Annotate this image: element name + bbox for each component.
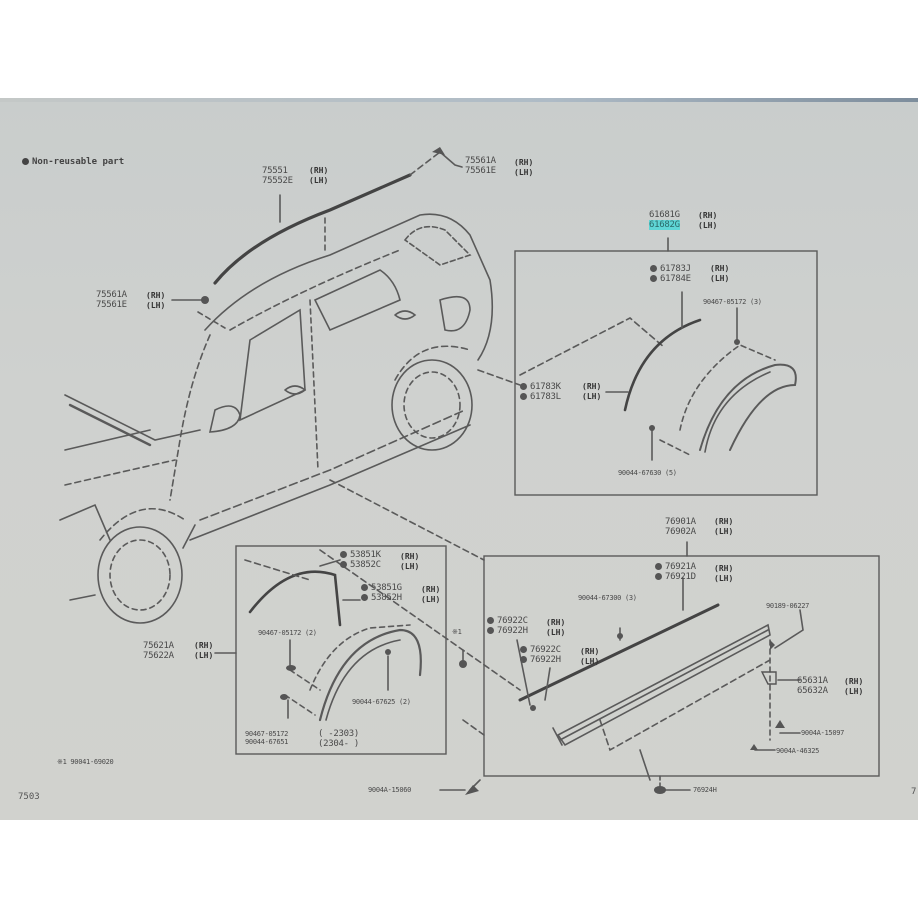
- non-reusable-dot-icon: [520, 393, 527, 400]
- side-codes: (RH) (LH): [194, 641, 214, 660]
- part-number: 90044-67630 (5): [618, 469, 677, 477]
- callout-roof-clip-front: 75561A 75561E: [96, 290, 127, 310]
- part-number: 76922C: [497, 616, 528, 626]
- part-number: 75621A: [143, 641, 174, 651]
- part-number-highlighted: 61682G: [649, 220, 680, 230]
- part-number: 90467-05172: [245, 730, 289, 738]
- callout-roof-molding: 75551 75552E: [262, 166, 293, 186]
- callout-rear-arch-seal-upper: 61783J 61784E: [650, 264, 691, 284]
- callout-rocker-nut-2: 9004A-46325: [776, 747, 820, 755]
- non-reusable-dot-icon: [22, 158, 29, 165]
- part-number: 76901A: [665, 517, 696, 527]
- part-number: 61783L: [530, 392, 561, 402]
- callout-rocker-seal-upper: 76921A 76921D: [655, 562, 696, 582]
- part-number: 75561A: [465, 156, 496, 166]
- catalog-page-photo: [0, 98, 918, 820]
- callout-front-arch-clip-1: 90467-05172 (2): [258, 629, 317, 637]
- legend-non-reusable: Non-reusable part: [22, 157, 124, 167]
- non-reusable-dot-icon: [650, 275, 657, 282]
- part-number: 90044-67625 (2): [352, 698, 411, 706]
- side-codes: (RH) (LH): [400, 552, 420, 571]
- non-reusable-dot-icon: [655, 573, 662, 580]
- part-number: 76902A: [665, 527, 696, 537]
- part-number: 75561E: [96, 300, 127, 310]
- side-codes: (RH) (LH): [546, 618, 566, 637]
- non-reusable-dot-icon: [655, 563, 662, 570]
- part-number: 76922H: [497, 626, 528, 636]
- callout-front-arch-assy: 75621A 75622A: [143, 641, 174, 661]
- non-reusable-dot-icon: [520, 646, 527, 653]
- part-number: 61681G: [649, 210, 680, 220]
- part-number: 53852H: [371, 593, 402, 603]
- part-number: 90467-05172 (3): [703, 298, 762, 306]
- side-codes: (RH) (LH): [710, 264, 730, 283]
- side-codes: (RH) (LH): [580, 647, 600, 666]
- callout-rocker-bolt: 90189-06227: [766, 602, 809, 610]
- callout-rocker-seal-front-1: 76922C 76922H: [487, 616, 528, 636]
- side-codes: (RH) (LH): [309, 166, 329, 185]
- part-number: 75622A: [143, 651, 174, 661]
- non-reusable-dot-icon: [361, 584, 368, 591]
- page-number-left: 7503: [18, 792, 40, 802]
- non-reusable-dot-icon: [487, 617, 494, 624]
- part-number: 76921D: [665, 572, 696, 582]
- side-codes: (RH) (LH): [698, 211, 718, 230]
- non-reusable-dot-icon: [340, 561, 347, 568]
- non-reusable-dot-icon: [487, 627, 494, 634]
- callout-rocker-assy: 76901A 76902A: [665, 517, 696, 537]
- side-codes: (RH) (LH): [582, 382, 602, 401]
- callout-rear-arch-assy: 61681G 61682G: [649, 210, 680, 230]
- star-note: ※1 90041-69020: [57, 758, 114, 766]
- callout-front-arch-seal-1: 53851K 53852C: [340, 550, 381, 570]
- part-number: 65632A: [797, 686, 828, 696]
- non-reusable-dot-icon: [340, 551, 347, 558]
- part-number: 65631A: [797, 676, 828, 686]
- part-number: 76922H: [530, 655, 561, 665]
- callout-front-arch-clip-2: 90467-05172 90044-67651: [245, 730, 288, 746]
- callout-bottom-clip: 9004A-15060: [368, 786, 412, 794]
- non-reusable-dot-icon: [520, 383, 527, 390]
- part-number: 75561E: [465, 166, 496, 176]
- part-number: 61784E: [660, 274, 691, 284]
- side-codes: (RH) (LH): [844, 677, 864, 696]
- side-codes: (RH) (LH): [514, 158, 534, 177]
- side-codes: (RH) (LH): [714, 564, 734, 583]
- callout-rocker-seal-front-2: 76922C 76922H: [520, 645, 561, 665]
- part-number: 75561A: [96, 290, 127, 300]
- non-reusable-dot-icon: [650, 265, 657, 272]
- callout-rear-arch-seal-lower: 61783K 61783L: [520, 382, 561, 402]
- callout-rocker-bracket: 65631A 65632A: [797, 676, 828, 696]
- callout-rocker-screw: 90044-67300 (3): [578, 594, 637, 602]
- callout-rocker-nut-1: 9004A-15097: [801, 729, 845, 737]
- part-number: 90044-67300 (3): [578, 594, 637, 602]
- part-number: 90467-05172 (2): [258, 629, 317, 637]
- callout-bottom-grommet: 76924H: [693, 786, 717, 794]
- part-number: 53851G: [371, 583, 402, 593]
- side-codes: (RH) (LH): [714, 517, 734, 536]
- date-range-note: ( -2303) (2304- ): [318, 729, 359, 749]
- part-number: 53851K: [350, 550, 381, 560]
- part-number: 75552E: [262, 176, 293, 186]
- vehicle-outline: [59, 213, 494, 624]
- part-number: 61783K: [530, 382, 561, 392]
- part-number: 90189-06227: [766, 602, 810, 610]
- part-number: 53852C: [350, 560, 381, 570]
- callout-roof-clip-rear: 75561A 75561E: [465, 156, 496, 176]
- page-number-right: 7: [911, 787, 917, 797]
- star-note-marker: ※1: [452, 628, 462, 636]
- callout-front-arch-seal-2: 53851G 53852H: [361, 583, 402, 603]
- part-number: 76921A: [665, 562, 696, 572]
- part-number: 75551: [262, 166, 288, 176]
- non-reusable-dot-icon: [361, 594, 368, 601]
- legend-text: Non-reusable part: [32, 157, 125, 167]
- non-reusable-dot-icon: [520, 656, 527, 663]
- callout-rear-arch-screw: 90044-67630 (5): [618, 469, 677, 477]
- part-number: 90044-67651: [245, 738, 289, 746]
- part-number: 76922C: [530, 645, 561, 655]
- callout-rear-arch-clip: 90467-05172 (3): [703, 298, 762, 306]
- side-codes: (RH) (LH): [421, 585, 441, 604]
- side-codes: (RH) (LH): [146, 291, 166, 310]
- part-number: 61783J: [660, 264, 691, 274]
- callout-front-arch-screw: 90044-67625 (2): [352, 698, 411, 706]
